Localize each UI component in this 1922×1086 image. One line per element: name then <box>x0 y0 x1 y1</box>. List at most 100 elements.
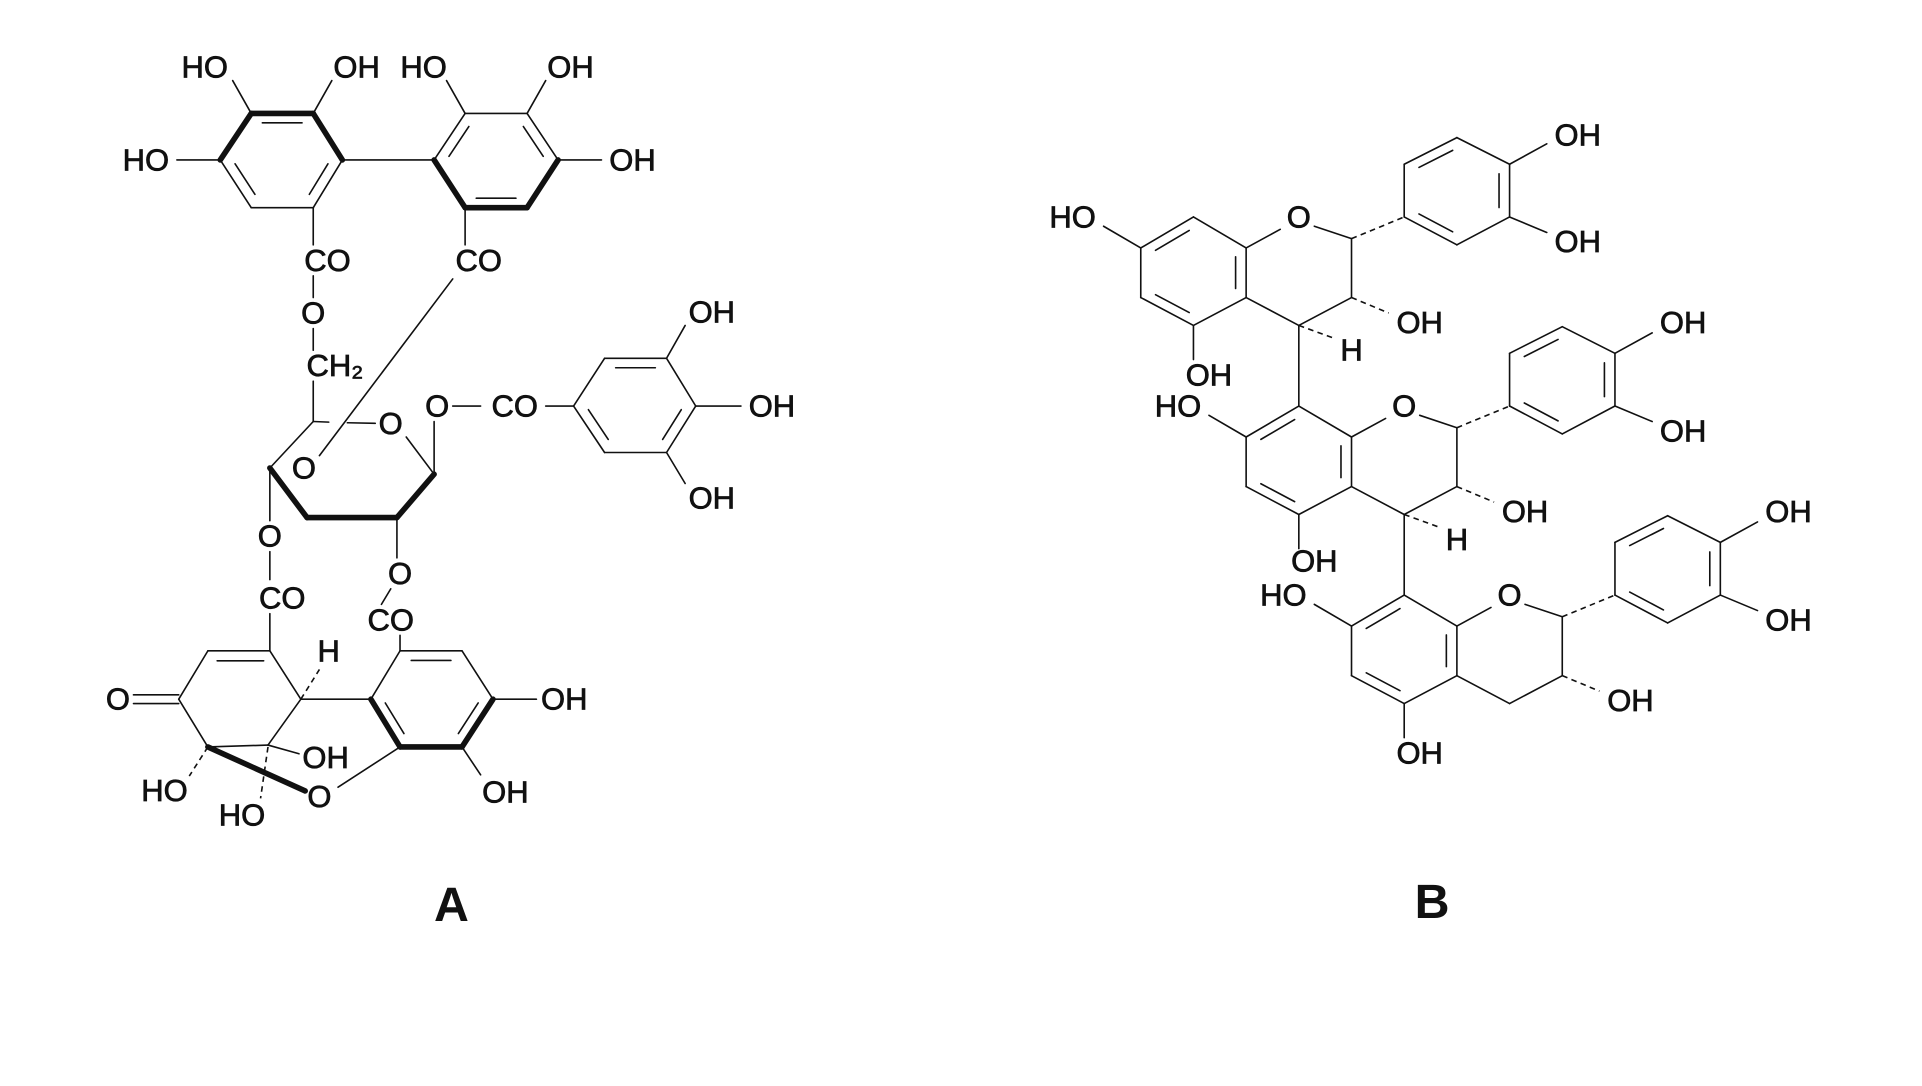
atom-label: OH <box>541 682 587 717</box>
bond <box>312 79 333 115</box>
bond <box>1508 674 1564 705</box>
bond <box>207 744 269 748</box>
bond <box>384 702 405 735</box>
atom-label: O <box>307 779 331 814</box>
atom-label: CO <box>367 602 413 637</box>
bond <box>1403 674 1458 705</box>
atom-label: CO <box>304 243 350 278</box>
bond <box>1245 405 1300 438</box>
bold-bond <box>368 696 403 750</box>
bond <box>1403 594 1458 627</box>
bond <box>1418 213 1454 233</box>
bond <box>461 650 494 701</box>
bond <box>1508 143 1548 166</box>
atom-label: OH <box>1186 358 1232 393</box>
atom-label: HO <box>1260 578 1306 613</box>
bond <box>445 79 466 115</box>
atom-label: O <box>379 406 403 441</box>
atom-label: OH <box>749 389 795 424</box>
atom-label: CH₂ <box>307 348 364 383</box>
bond <box>572 405 606 454</box>
hashed-bond <box>1561 674 1600 692</box>
atom-label: OH <box>333 49 379 84</box>
bold-bond <box>267 465 310 521</box>
bond <box>1666 514 1722 544</box>
atom-label: O <box>1287 199 1311 234</box>
bond <box>269 420 315 469</box>
atom-label: OH <box>547 49 593 84</box>
bond <box>231 79 253 115</box>
atom-label: CO <box>259 581 305 616</box>
structure-a-atom-labels: HO OH HO OH HO OH CO CO O CH₂ O O CO OH … <box>106 49 796 932</box>
hashed-bond <box>259 746 269 799</box>
bond <box>1313 225 1353 240</box>
atom-label: HO <box>1049 199 1095 234</box>
bond <box>267 744 300 755</box>
bond <box>1350 674 1406 705</box>
bond <box>1418 414 1458 429</box>
bond <box>661 408 683 441</box>
bond <box>433 112 466 161</box>
bond <box>1523 402 1559 422</box>
bond <box>312 420 330 423</box>
bond <box>1524 603 1564 618</box>
bond <box>1350 485 1406 516</box>
bond <box>1628 591 1665 611</box>
atom-label: OH <box>302 740 348 775</box>
bond <box>177 698 209 748</box>
bond <box>587 408 610 441</box>
atom-label: OH <box>1660 413 1706 448</box>
bond <box>461 746 482 776</box>
hashed-bond <box>1456 405 1510 429</box>
bond <box>219 159 253 209</box>
atom-label: OH <box>1396 736 1442 771</box>
atom-label: OH <box>1291 543 1337 578</box>
bold-bond <box>205 744 308 794</box>
bond <box>1298 405 1353 438</box>
bond <box>1508 405 1564 435</box>
bond <box>1719 521 1759 544</box>
bond <box>1245 485 1300 516</box>
atom-label: OH <box>1607 683 1653 718</box>
bond <box>1154 229 1191 252</box>
bond <box>1456 136 1511 166</box>
atom-label: OH <box>482 775 528 810</box>
bond <box>1614 332 1653 355</box>
bond <box>318 278 454 457</box>
bond <box>665 324 686 360</box>
bond <box>1154 293 1191 314</box>
bond <box>1508 216 1548 234</box>
bond <box>1614 594 1669 624</box>
atom-label: CO <box>456 243 502 278</box>
structure-a-bonds <box>132 79 742 799</box>
atom-label: OH <box>609 142 655 177</box>
bond <box>177 650 209 701</box>
bond <box>234 163 256 196</box>
atom-label: OH <box>689 480 735 515</box>
atom-label: HO <box>182 49 228 84</box>
bond <box>380 588 392 606</box>
hashed-bond <box>300 669 321 700</box>
bond <box>1719 594 1759 612</box>
bond <box>1365 672 1401 692</box>
atom-label: O <box>301 296 325 331</box>
bond <box>665 451 686 485</box>
bond <box>308 163 329 196</box>
bond <box>448 125 470 158</box>
atom-label: OH <box>1765 602 1811 637</box>
bond <box>526 112 559 161</box>
bond <box>1350 417 1387 438</box>
bond <box>1614 514 1669 544</box>
atom-label: HO <box>141 773 187 808</box>
panel-label-a: A <box>434 878 469 932</box>
bold-bond <box>310 110 346 163</box>
bond <box>1139 296 1195 327</box>
bond <box>665 405 697 454</box>
atom-label: HO <box>123 142 169 177</box>
bond <box>1403 485 1458 516</box>
structure-b-atom-labels: HO O OH OH OH H OH HO O OH OH OH H OH HO… <box>1049 117 1812 929</box>
atom-label: OH <box>689 294 735 329</box>
atom-label: OH <box>1396 305 1442 340</box>
bond <box>346 421 377 425</box>
bond <box>1208 414 1247 438</box>
